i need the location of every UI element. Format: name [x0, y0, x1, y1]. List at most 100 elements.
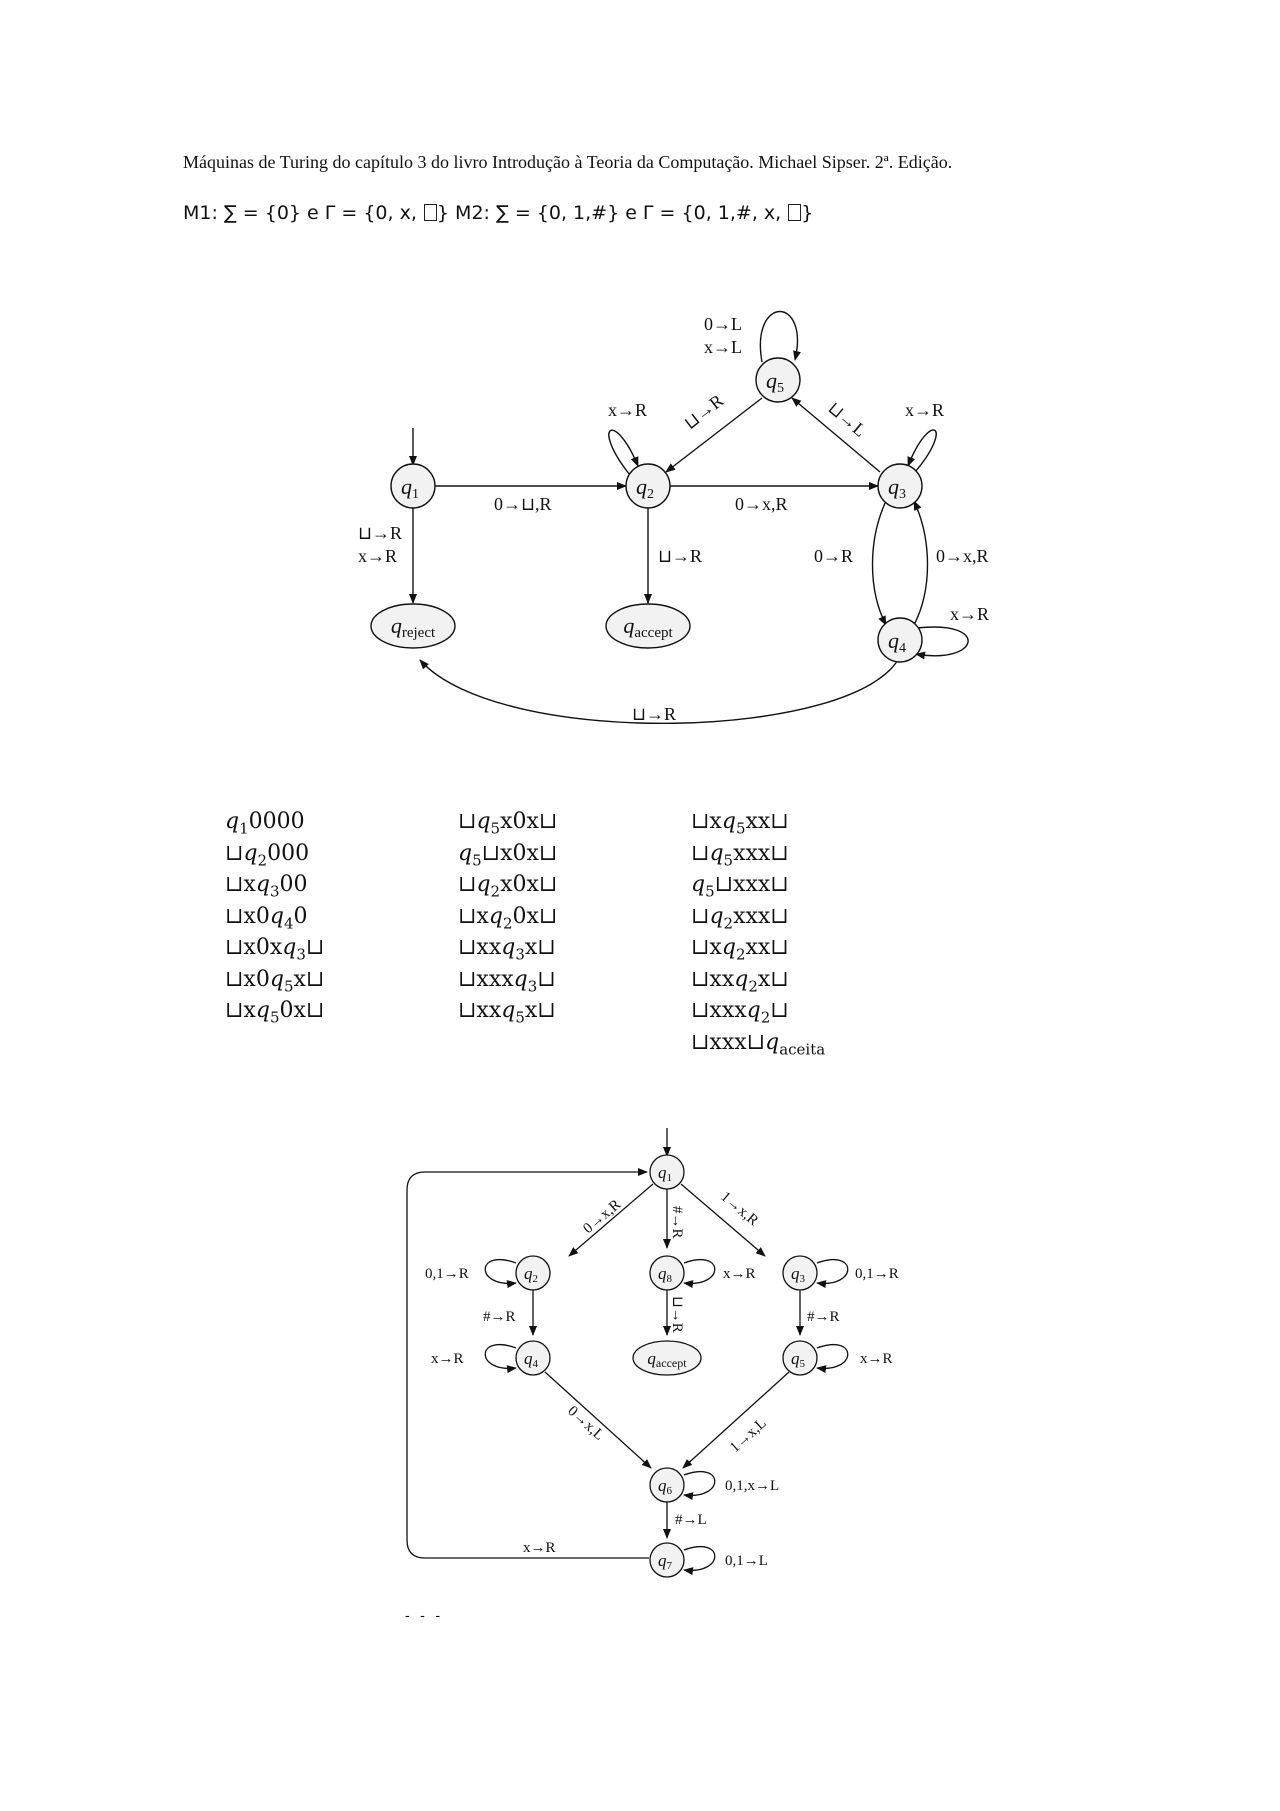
- config-line: ⊔xxq5x⊔: [458, 998, 556, 1027]
- m2-edge-q1-q3: [680, 1183, 766, 1257]
- config-line: ⊔xxxq2⊔: [691, 998, 789, 1027]
- m2-edge-q7-q1: [406, 1168, 649, 1559]
- m1-label-q1-q2: 0→⊔,R: [494, 494, 552, 514]
- m2-loop-q7: [683, 1545, 716, 1576]
- alphabet-m2-text: } M2: ∑ = {0, 1,#} e Γ = {0, 1,#, x,: [436, 202, 788, 224]
- m2-edge-q5-q6: [682, 1371, 790, 1469]
- blank-symbol-box-icon: [423, 204, 437, 221]
- config-line: ⊔q5x0x⊔: [458, 809, 558, 838]
- m2-label-q5-self: x→R: [860, 1351, 893, 1367]
- config-line: ⊔q5xxx⊔: [691, 840, 789, 869]
- m1-edge-q3-q5: [791, 397, 881, 473]
- page-title: Máquinas de Turing do capítulo 3 do livr…: [183, 152, 953, 172]
- alphabet-m1-text: M1: ∑ = {0} e Γ = {0, x,: [183, 202, 423, 224]
- config-column-2: ⊔q5x0x⊔q5⊔x0x⊔ ⊔q2x0x⊔⊔xq20x⊔ ⊔xxq3x⊔⊔xxxq…: [458, 806, 557, 1027]
- m2-label-q8-self: x→R: [723, 1266, 756, 1282]
- m1-label-q3-q5: ⊔→L: [824, 398, 870, 441]
- m2-label-q7-self: 0,1→L: [725, 1553, 768, 1569]
- m1-loop-q5: [759, 310, 801, 363]
- config-line: ⊔q2x0x⊔: [458, 872, 558, 901]
- m1-label-q1-reject-2: x→R: [358, 546, 397, 566]
- config-line: ⊔x0q40: [225, 903, 308, 932]
- m2-state-q4: [515, 1340, 551, 1376]
- config-line: ⊔xxq2x⊔: [691, 966, 789, 995]
- m2-label-q3-self: 0,1→R: [855, 1266, 899, 1282]
- m2-label-q2-q4: #→R: [483, 1309, 516, 1325]
- config-line: q5⊔x0x⊔: [458, 840, 558, 869]
- m2-label-q8-accept: ⊔→R: [669, 1296, 685, 1333]
- m1-state-diagram: q1 q2 q3 q5 q4 qreject qaccept 0→L x→L x…: [358, 310, 989, 724]
- m1-state-q1: [390, 463, 436, 509]
- m1-label-q5-q2: ⊔→R: [680, 390, 727, 433]
- m2-state-q5: [782, 1340, 818, 1376]
- m2-loop-q4: [484, 1343, 517, 1374]
- m1-state-q2: [625, 463, 671, 509]
- m1-label-q4-q3: 0→x,R: [936, 546, 989, 566]
- m2-loop-q2: [484, 1258, 517, 1289]
- m2-state-q7: [649, 1542, 685, 1578]
- m2-label-q7-q1: x→R: [523, 1540, 556, 1556]
- m1-state-q3: [877, 463, 923, 509]
- m1-label-q2-self: x→R: [608, 400, 647, 420]
- blank-symbol-box-icon: [788, 204, 802, 221]
- config-line: q10000: [225, 809, 305, 838]
- m1-label-q1-reject-1: ⊔→R: [358, 523, 402, 543]
- m2-label-q1-q8: #→R: [669, 1206, 685, 1239]
- m2-edge-q4-q6: [544, 1371, 652, 1469]
- m2-state-accept: [632, 1340, 702, 1376]
- m1-edge-q5-q2: [665, 397, 763, 473]
- m1-state-q4: [877, 617, 923, 663]
- config-line: ⊔xxxq3⊔: [458, 966, 556, 995]
- m1-loop-q3: [907, 429, 937, 473]
- m1-loop-q2: [608, 429, 639, 476]
- m1-label-q3-self: x→R: [905, 400, 944, 420]
- config-line: ⊔xq300: [225, 872, 308, 901]
- m2-label-q3-q5: #→R: [807, 1309, 840, 1325]
- m1-label-q5-self-1: 0→L: [704, 314, 742, 334]
- m2-loop-q8: [683, 1258, 716, 1289]
- config-line: ⊔q2xxx⊔: [691, 903, 789, 932]
- m1-state-reject: [370, 603, 456, 649]
- config-line: ⊔xxq3x⊔: [458, 935, 556, 964]
- m1-label-q2-q3: 0→x,R: [735, 494, 788, 514]
- config-line: ⊔x0xq3⊔: [225, 935, 325, 964]
- m1-state-accept: [605, 603, 691, 649]
- alphabet-definitions: M1: ∑ = {0} e Γ = {0, x, } M2: ∑ = {0, 1…: [183, 202, 813, 224]
- m1-edge-q4-reject: [419, 655, 901, 724]
- config-line: ⊔q2000: [225, 840, 310, 869]
- m2-label-q6-self: 0,1,x→L: [725, 1478, 779, 1494]
- m2-label-q2-self: 0,1→R: [425, 1266, 469, 1282]
- m2-state-q3: [782, 1255, 818, 1291]
- m2-edge-q1-q2: [568, 1183, 654, 1257]
- m2-label-q5-q6: 1→x,L: [727, 1415, 770, 1456]
- m2-state-q2: [515, 1255, 551, 1291]
- m2-state-q1: [649, 1154, 685, 1190]
- config-line: ⊔xq5xx⊔: [691, 809, 789, 838]
- config-line: ⊔xxx⊔qaceita: [691, 1029, 826, 1058]
- m2-loop-q5: [816, 1343, 849, 1374]
- config-line: ⊔xq50x⊔: [225, 998, 325, 1027]
- stray-marks: - - -: [405, 1608, 444, 1624]
- m2-state-q6: [649, 1467, 685, 1503]
- config-line: ⊔xq20x⊔: [458, 903, 558, 932]
- m1-edge-q3-q4: [871, 500, 887, 626]
- config-column-3: ⊔xq5xx⊔⊔q5xxx⊔q5⊔xxx⊔⊔q2xxx⊔⊔xq2xx⊔⊔xxq2…: [691, 806, 825, 1058]
- m1-label-q4-reject: ⊔→R: [632, 704, 676, 724]
- m1-label-q2-accept: ⊔→R: [658, 546, 702, 566]
- m1-label-q5-self-2: x→L: [704, 337, 742, 357]
- m2-state-diagram: q1 q2 q8 q3 q4 qaccept q5 q6 q7 0→x,R #→…: [406, 1128, 899, 1578]
- m2-loop-q3: [816, 1258, 849, 1289]
- m2-label-q1-q3: 1→x,R: [717, 1189, 761, 1229]
- alphabet-close: }: [801, 202, 814, 224]
- m1-edge-q4-q3: [913, 500, 929, 626]
- m1-loop-q4: [915, 626, 969, 660]
- m2-label-q4-self: x→R: [431, 1351, 464, 1367]
- config-column-1: q10000⊔q2000 ⊔xq300⊔x0q40 ⊔x0xq3⊔⊔x0q5x⊔ ⊔x…: [225, 806, 324, 1027]
- config-line: q5⊔xxx⊔: [691, 872, 789, 901]
- m1-state-q5: [755, 357, 801, 403]
- config-line: ⊔x0q5x⊔: [225, 966, 325, 995]
- m2-loop-q6: [683, 1470, 716, 1501]
- m2-label-q1-q2: 0→x,R: [580, 1197, 624, 1237]
- m2-label-q6-q7: #→L: [675, 1512, 707, 1528]
- m2-state-q8: [649, 1255, 685, 1291]
